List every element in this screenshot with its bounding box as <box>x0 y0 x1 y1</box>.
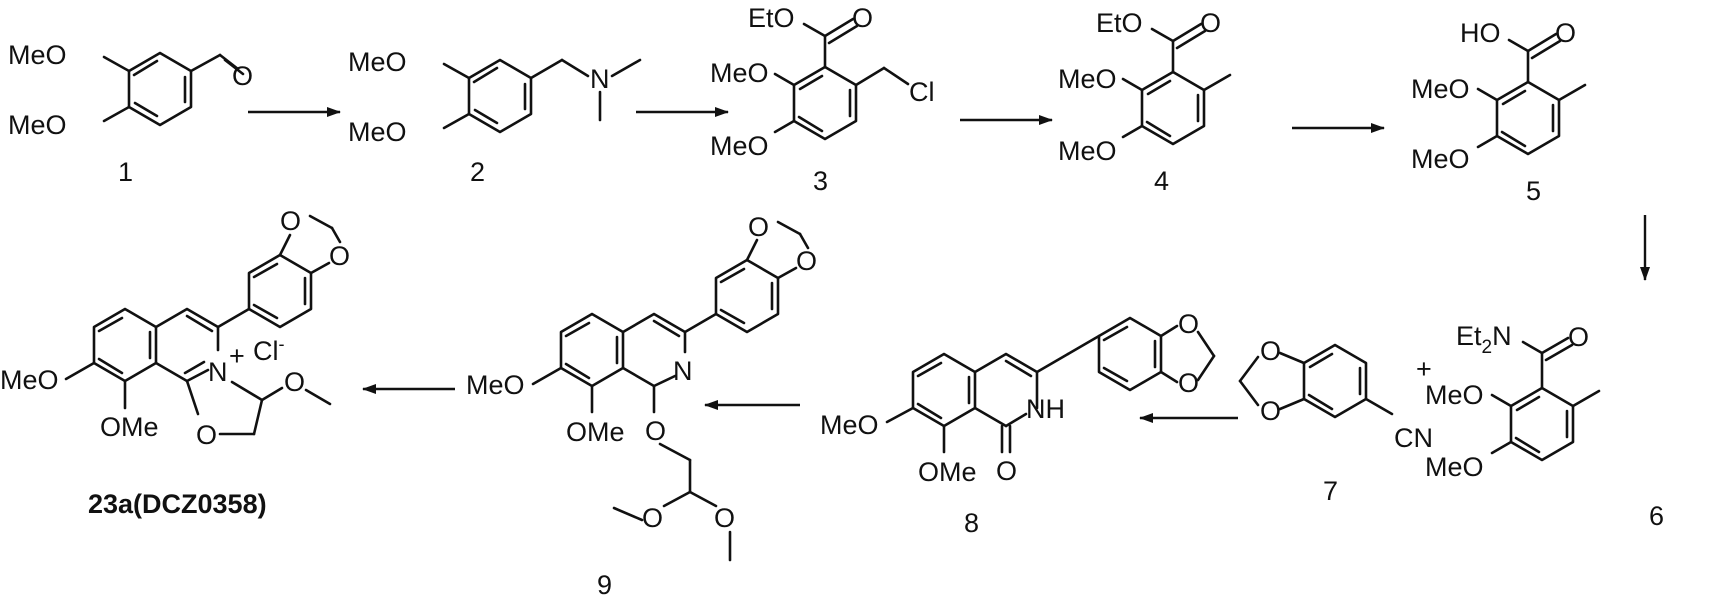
compound-8: NH O O O MeO OMe 8 <box>820 309 1216 538</box>
benzene-ring <box>911 352 977 428</box>
diethylamide-label: Et2N <box>1456 321 1512 358</box>
methoxy-label: MeO <box>710 58 769 88</box>
methoxy-label: MeO <box>1058 64 1117 94</box>
ethoxy-label: EtO <box>1096 8 1143 38</box>
plus-sign: + <box>1416 354 1432 384</box>
methoxy-label: MeO <box>1058 136 1117 166</box>
positive-charge: + <box>229 341 245 371</box>
compound-6: O Et2N MeO MeO 6 <box>1425 321 1664 531</box>
amine-nitrogen: N <box>590 64 610 94</box>
compound-number: 23a(DCZ0358) <box>88 489 267 519</box>
dioxole-oxygen: O <box>1178 368 1199 398</box>
methoxy-label: MeO <box>8 110 67 140</box>
dioxole-oxygen: O <box>1178 309 1199 339</box>
methoxy-label: MeO <box>1411 144 1470 174</box>
pyridine-ring <box>621 312 687 354</box>
methoxy-label: MeO <box>8 40 67 70</box>
benzene-ring <box>92 307 158 383</box>
isoquinolinium-ring <box>154 307 220 352</box>
benzene-ring <box>559 312 625 388</box>
benzodioxole-ring <box>247 253 313 329</box>
lactam-ring <box>973 352 1039 410</box>
benzene-ring <box>1509 386 1575 462</box>
oxazole-oxygen: O <box>196 420 217 450</box>
benzodioxole-ring <box>714 258 780 334</box>
compound-number: 6 <box>1649 501 1664 531</box>
compound-number: 3 <box>813 166 828 196</box>
dioxole-oxygen: O <box>280 206 301 236</box>
methoxy-label: OMe <box>918 457 977 487</box>
ether-oxygen: O <box>645 416 666 446</box>
compound-number: 4 <box>1154 166 1169 196</box>
methoxy-label: MeO <box>1425 380 1484 410</box>
compound-number: 1 <box>118 157 133 187</box>
dioxole-oxygen: O <box>1260 336 1281 366</box>
methoxy-label: MeO <box>1425 452 1484 482</box>
dioxole-oxygen: O <box>329 241 350 271</box>
compound-9: N O O O O O MeO OMe 9 <box>466 212 817 600</box>
compound-5: O HO MeO MeO 5 <box>1411 18 1587 206</box>
methoxy-label: OMe <box>566 417 625 447</box>
methoxy-label: MeO <box>0 365 59 395</box>
compound-number: 5 <box>1526 176 1541 206</box>
methoxy-label: MeO <box>348 47 407 77</box>
carbonyl-oxygen: O <box>1200 8 1221 38</box>
acetal-oxygen: O <box>642 503 663 533</box>
compound-23a: N + O O Cl- O O MeO OMe 23a(DCZ0358) <box>0 206 350 519</box>
benzene-ring <box>1495 80 1561 156</box>
methoxy-label: MeO <box>348 117 407 147</box>
methoxy-oxygen: O <box>284 367 305 397</box>
acetal-oxygen: O <box>714 503 735 533</box>
isoquinolinium-nitrogen: N <box>208 357 228 387</box>
dioxole-oxygen: O <box>1260 396 1281 426</box>
methoxy-label: MeO <box>1411 74 1470 104</box>
benzene-ring <box>1140 70 1206 146</box>
compound-7: O O CN 7 <box>1238 336 1433 506</box>
methoxy-label: MeO <box>466 370 525 400</box>
benzodioxole-ring <box>1097 316 1163 392</box>
chloride-ion: Cl- <box>253 334 285 366</box>
methoxy-label: OMe <box>100 412 159 442</box>
dioxole-oxygen: O <box>748 212 769 242</box>
aldehyde-oxygen: O <box>232 61 253 91</box>
compound-3: O EtO Cl MeO MeO 3 <box>710 3 935 196</box>
carbonyl-oxygen: O <box>1568 322 1589 352</box>
benzene-ring <box>792 65 858 141</box>
carbonyl-oxygen: O <box>852 3 873 33</box>
benzene-ring <box>1302 343 1368 419</box>
benzene-ring <box>127 51 193 127</box>
compound-4: O EtO MeO MeO 4 <box>1058 8 1232 196</box>
methoxy-label: MeO <box>710 131 769 161</box>
ethoxy-label: EtO <box>748 3 795 33</box>
compound-number: 9 <box>597 570 612 600</box>
compound-1: O MeO MeO 1 <box>8 40 253 187</box>
compound-number: 7 <box>1323 476 1338 506</box>
chlorine-label: Cl <box>909 77 935 107</box>
methoxy-label: MeO <box>820 410 879 440</box>
hydroxyl-label: HO <box>1460 18 1501 48</box>
compound-number: 2 <box>470 157 485 187</box>
compound-number: 8 <box>964 508 979 538</box>
dioxole-oxygen: O <box>796 246 817 276</box>
lactam-nh: NH <box>1026 394 1065 424</box>
carbonyl-oxygen: O <box>1555 18 1576 48</box>
benzene-ring <box>467 58 533 134</box>
pyridine-nitrogen: N <box>673 356 693 386</box>
nitrile-label: CN <box>1394 423 1433 453</box>
carbonyl-oxygen: O <box>996 456 1017 486</box>
compound-2: N MeO MeO 2 <box>348 47 642 187</box>
